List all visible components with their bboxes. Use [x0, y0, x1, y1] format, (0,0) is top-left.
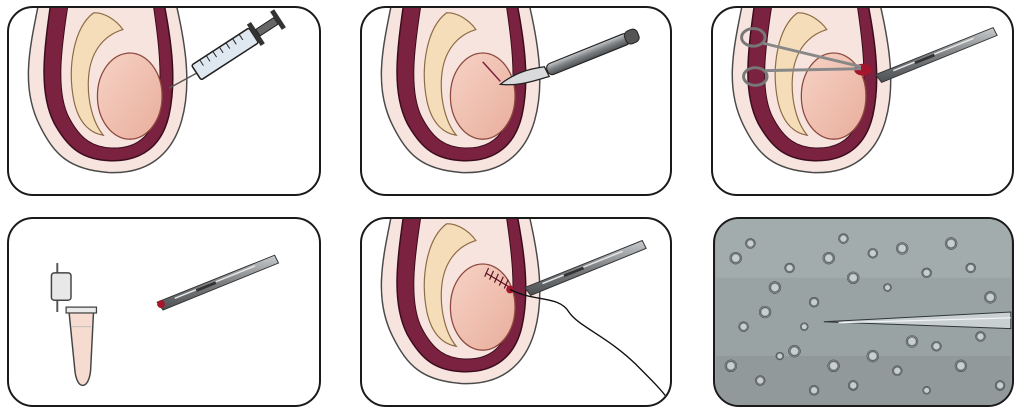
forceps-icon [876, 28, 997, 83]
testis-icon [381, 219, 539, 384]
injection-illustration [9, 8, 319, 194]
testis-icon [732, 8, 890, 173]
panel-extraction [711, 6, 1014, 196]
microtube-icon [51, 263, 96, 385]
collection-illustration [9, 219, 319, 405]
panel-suture [360, 217, 672, 407]
incision-illustration [362, 8, 670, 194]
panel-injection [7, 6, 321, 196]
panel-micrograph [713, 217, 1014, 407]
needle-holder-icon [525, 241, 646, 296]
testis-icon [381, 8, 539, 173]
panel-incision [360, 6, 672, 196]
panel-collection [7, 217, 321, 407]
extraction-illustration [713, 8, 1012, 194]
forceps-icon [157, 255, 278, 310]
suture-illustration [362, 219, 670, 405]
testis-icon [28, 8, 186, 173]
micrograph-image [715, 219, 1012, 405]
